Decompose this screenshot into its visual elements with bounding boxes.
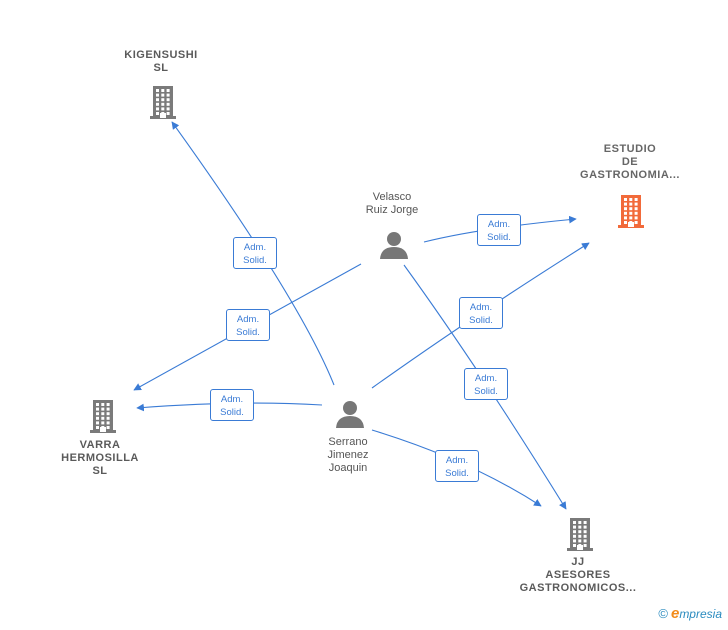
relation-tag-line: Solid.	[243, 255, 267, 266]
relation-tag-velasco-estudio[interactable]: Adm. Solid.	[477, 214, 521, 246]
edge-serrano-kigensushi	[171, 121, 335, 386]
relation-tag-line: Adm.	[445, 455, 469, 466]
building-icon[interactable]	[615, 193, 647, 234]
node-label-line: ESTUDIO	[603, 143, 657, 155]
brand-name: mpresia	[679, 607, 722, 621]
relation-tag-velasco-jj[interactable]: Adm. Solid.	[464, 368, 508, 400]
node-label-line: Velasco	[372, 191, 412, 203]
node-label-line: Ruiz Jorge	[365, 204, 419, 216]
node-label-line: GASTRONOMIA...	[580, 169, 680, 181]
node-label-line: Serrano	[328, 436, 368, 448]
building-icon[interactable]	[564, 516, 596, 557]
node-label-line: Jimenez	[327, 449, 369, 461]
building-icon[interactable]	[147, 84, 179, 125]
relation-tag-velasco-varra[interactable]: Adm. Solid.	[226, 309, 270, 341]
node-label-line: Joaquin	[328, 462, 368, 474]
relation-tag-line: Adm.	[220, 394, 244, 405]
relation-tag-line: Solid.	[474, 386, 498, 397]
node-label-line: HERMOSILLA	[61, 452, 139, 464]
node-label-line: DE	[621, 156, 639, 168]
relation-tag-line: Adm.	[243, 242, 267, 253]
relation-tag-line: Adm.	[487, 219, 511, 230]
relation-tag-line: Solid.	[445, 468, 469, 479]
relation-tag-line: Adm.	[469, 302, 493, 313]
node-label-line: KIGENSUSHI	[124, 49, 198, 61]
relation-tag-serrano-varra[interactable]: Adm. Solid.	[210, 389, 254, 421]
node-label-line: ASESORES	[545, 569, 611, 581]
node-label-line: SL	[92, 465, 108, 477]
empresia-brand[interactable]: ©empresia	[658, 605, 722, 622]
node-label-line: JJ	[571, 556, 585, 568]
relation-tag-serrano-estudio[interactable]: Adm. Solid.	[459, 297, 503, 329]
brand-initial: e	[670, 605, 680, 622]
relation-tag-serrano-kigensushi[interactable]: Adm. Solid.	[233, 237, 277, 269]
node-label-line: GASTRONOMICOS...	[519, 582, 637, 594]
relation-tag-line: Adm.	[474, 373, 498, 384]
node-label-line: SL	[153, 62, 169, 74]
relation-tag-line: Solid.	[487, 232, 511, 243]
person-icon[interactable]	[334, 398, 366, 435]
relation-tag-line: Solid.	[469, 315, 493, 326]
relation-tag-serrano-jj[interactable]: Adm. Solid.	[435, 450, 479, 482]
relation-tag-line: Solid.	[236, 327, 260, 338]
relation-tag-line: Solid.	[220, 407, 244, 418]
person-icon[interactable]	[378, 229, 410, 266]
relation-tag-line: Adm.	[236, 314, 260, 325]
node-label-line: VARRA	[79, 439, 121, 451]
building-icon[interactable]	[87, 398, 119, 439]
copyright-symbol: ©	[658, 606, 668, 621]
